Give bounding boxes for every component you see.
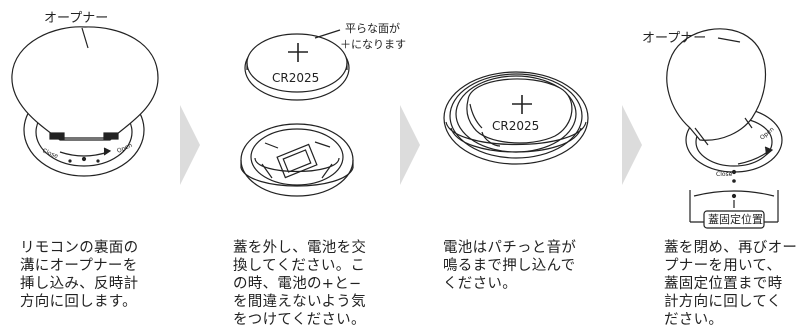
step4-lid-fixed-label: 蓋固定位置	[708, 212, 763, 226]
opener-leader-line	[81, 27, 89, 49]
step4-close-label: Close	[716, 171, 733, 178]
counterclockwise-arrow	[59, 151, 109, 157]
opener-tilted	[666, 28, 767, 141]
step-2-text: 蓋を外し、電池を交 換してください。こ の時、電池の+と− を間違えないよう気 …	[233, 240, 367, 328]
step4-open-label: Open	[759, 126, 776, 142]
opener4-leader-line	[717, 37, 741, 43]
step-1-text: リモコンの裏面の 溝にオープナーを 挿し込み、反時計 方向に回します。	[20, 240, 139, 310]
step-4-text: 蓋を閉め、再びオー プナーを用いて、 蓋固定位置まで時 計方向に回してく ださい…	[664, 240, 798, 328]
step1-open-label: Open	[116, 142, 134, 155]
step3-battery-model: CR2025	[492, 119, 539, 133]
flat-face-leader-line	[314, 29, 341, 39]
step-3-illustration	[443, 71, 589, 165]
step4-opener-label: オープナー	[642, 31, 706, 46]
opener-tab-left	[49, 132, 65, 140]
step1-opener-label: オープナー	[44, 11, 108, 26]
opener-shape	[11, 26, 159, 141]
step-arrow-3	[622, 105, 642, 185]
compartment-inner	[250, 128, 344, 186]
lid-fixed-label-box	[703, 210, 765, 229]
compartment-ring-2	[449, 73, 583, 159]
step2-battery-model: CR2025	[272, 71, 319, 85]
step-1-illustration	[11, 26, 159, 177]
step-4-illustration	[666, 28, 783, 229]
compartment-ring-outer	[443, 71, 589, 165]
opener-tab-right	[103, 132, 119, 140]
step2-flat-face-label: 平らな面が	[345, 21, 400, 35]
step-3-text: 電池はパチっと音が 鳴るまで押し込んで ください。	[443, 240, 577, 292]
step2-plus-side-label: ＋になります	[340, 38, 406, 51]
step-arrow-2	[400, 105, 420, 185]
pressed-battery	[466, 78, 573, 144]
step1-close-label: Close	[41, 147, 59, 160]
step-2-illustration	[240, 29, 354, 197]
step-arrow-1	[180, 105, 200, 185]
